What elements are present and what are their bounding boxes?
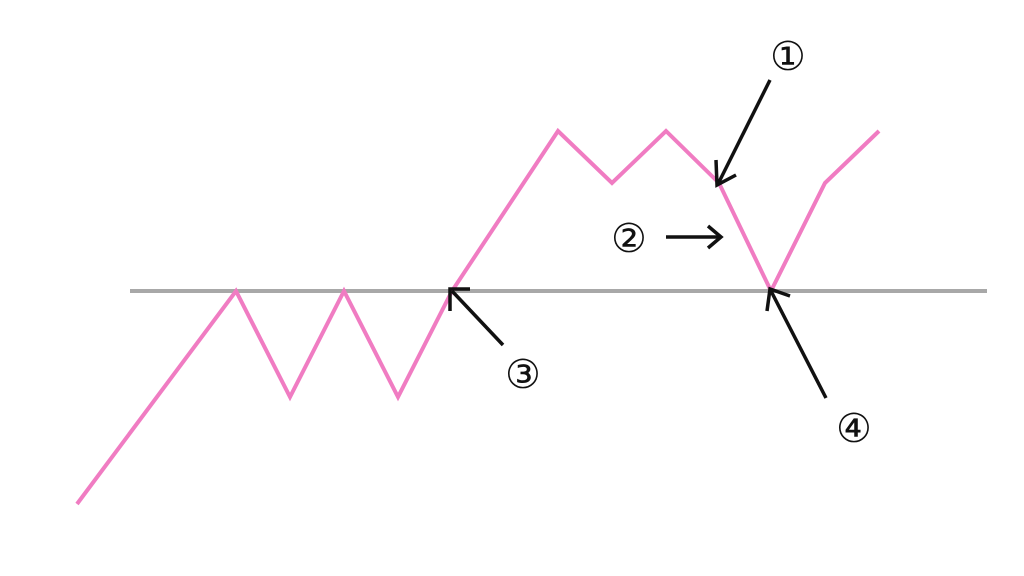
marker-4-label: ④ [836, 406, 872, 452]
marker-1-label: ① [770, 34, 806, 80]
arrow-2-icon [666, 224, 724, 250]
arrow-3-icon [448, 287, 505, 347]
marker-2-label: ② [611, 216, 647, 262]
arrow-1-icon [714, 79, 772, 188]
marker-3-label: ③ [505, 352, 541, 398]
arrow-4-icon [765, 286, 828, 399]
